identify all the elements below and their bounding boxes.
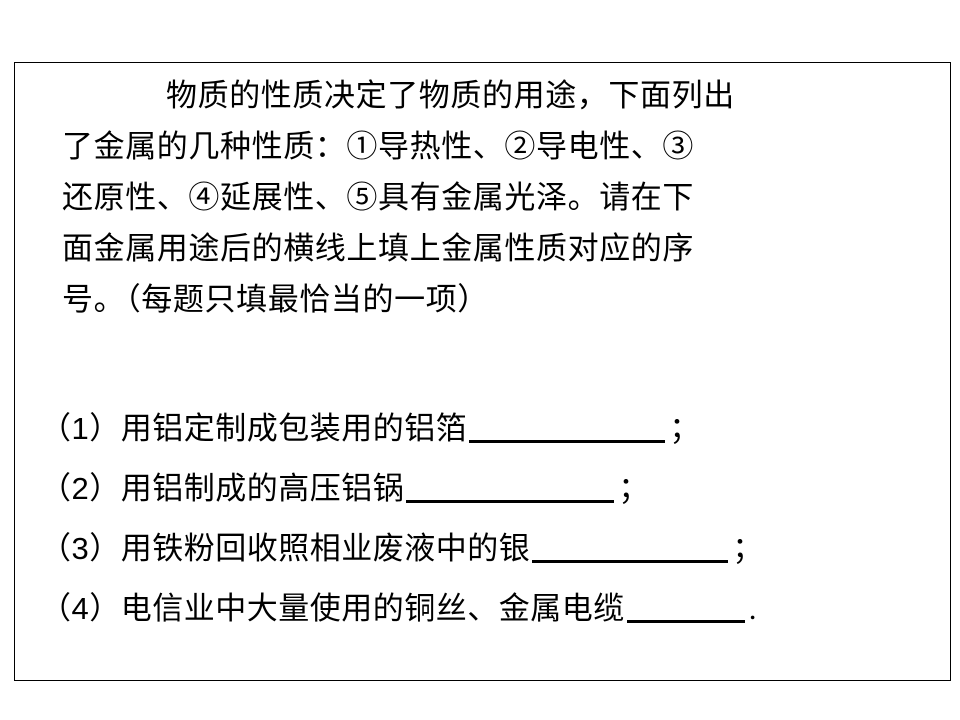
item-text: 电信业中大量使用的铜丝、金属电缆 xyxy=(120,591,625,627)
question-item-1: （1）用铝定制成包装用的铝箔 ； xyxy=(40,408,701,449)
answer-blank-1[interactable] xyxy=(469,412,666,443)
question-item-3: （3）用铁粉回收照相业废液中的银 ； xyxy=(40,528,764,569)
item-label: （3） xyxy=(40,531,121,566)
item-end-punct: ； xyxy=(732,531,764,566)
question-item-4: （4）电信业中大量使用的铜丝、金属电缆. xyxy=(40,588,757,629)
item-label: （1） xyxy=(40,411,121,446)
item-text: 用铝制成的高压铝锅 xyxy=(120,471,405,507)
intro-line-2: 了金属的几种性质：①导热性、②导电性、③ xyxy=(62,129,694,165)
item-label: （4） xyxy=(40,591,121,626)
question-frame xyxy=(14,62,951,681)
intro-line-4: 面金属用途后的横线上填上金属性质对应的序 xyxy=(62,231,694,267)
answer-blank-4[interactable] xyxy=(626,592,745,623)
item-end-punct: ； xyxy=(618,471,650,506)
answer-blank-2[interactable] xyxy=(406,472,615,503)
answer-blank-3[interactable] xyxy=(532,532,729,563)
item-text: 用铁粉回收照相业废液中的银 xyxy=(120,531,531,567)
item-end-punct: . xyxy=(748,591,757,626)
intro-line-1: 物质的性质决定了物质的用途，下面列出 xyxy=(166,78,735,114)
intro-line-3: 还原性、④延展性、⑤具有金属光泽。请在下 xyxy=(62,180,694,216)
item-end-punct: ； xyxy=(669,411,701,446)
intro-line-5: 号。（每题只填最恰当的一项） xyxy=(62,282,489,318)
item-label: （2） xyxy=(40,471,121,506)
question-item-2: （2）用铝制成的高压铝锅 ； xyxy=(40,468,650,509)
item-text: 用铝定制成包装用的铝箔 xyxy=(120,411,468,447)
